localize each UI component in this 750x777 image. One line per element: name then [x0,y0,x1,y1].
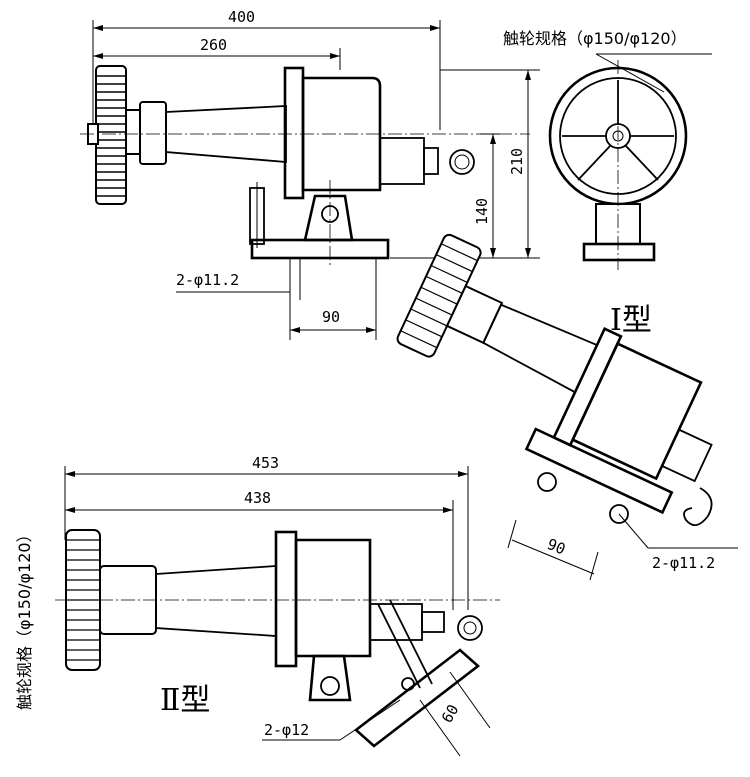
dim-400: 400 [228,8,255,26]
type1-label: Ⅰ型 [610,303,652,338]
hole-spec-type1-iso: 2-φ11.2 [652,554,715,572]
type1-isometric-view: 90 2-φ11.2 [396,233,738,581]
type1-side-view: 400 260 [80,8,540,340]
dim-60: 60 [438,701,463,726]
dim-210: 210 [508,148,526,175]
dim-140: 140 [473,198,491,225]
type1-front-view: 触轮规格（φ150/φ120） [503,29,712,270]
hole-spec-type2: 2-φ12 [264,721,309,739]
type2-view: 453 438 触轮规格（φ150/φ120） [15,454,500,757]
wheel-spec-type2: 触轮规格（φ150/φ120） [15,526,34,710]
type2-label: Ⅱ型 [160,683,210,718]
wheel-spec-type1: 触轮规格（φ150/φ120） [503,29,687,48]
dim-260: 260 [200,36,227,54]
dim-438: 438 [244,489,271,507]
dim-453: 453 [252,454,279,472]
dim-90-iso: 90 [545,535,568,558]
dim-90-side: 90 [322,308,340,326]
hole-spec-type1: 2-φ11.2 [176,271,239,289]
